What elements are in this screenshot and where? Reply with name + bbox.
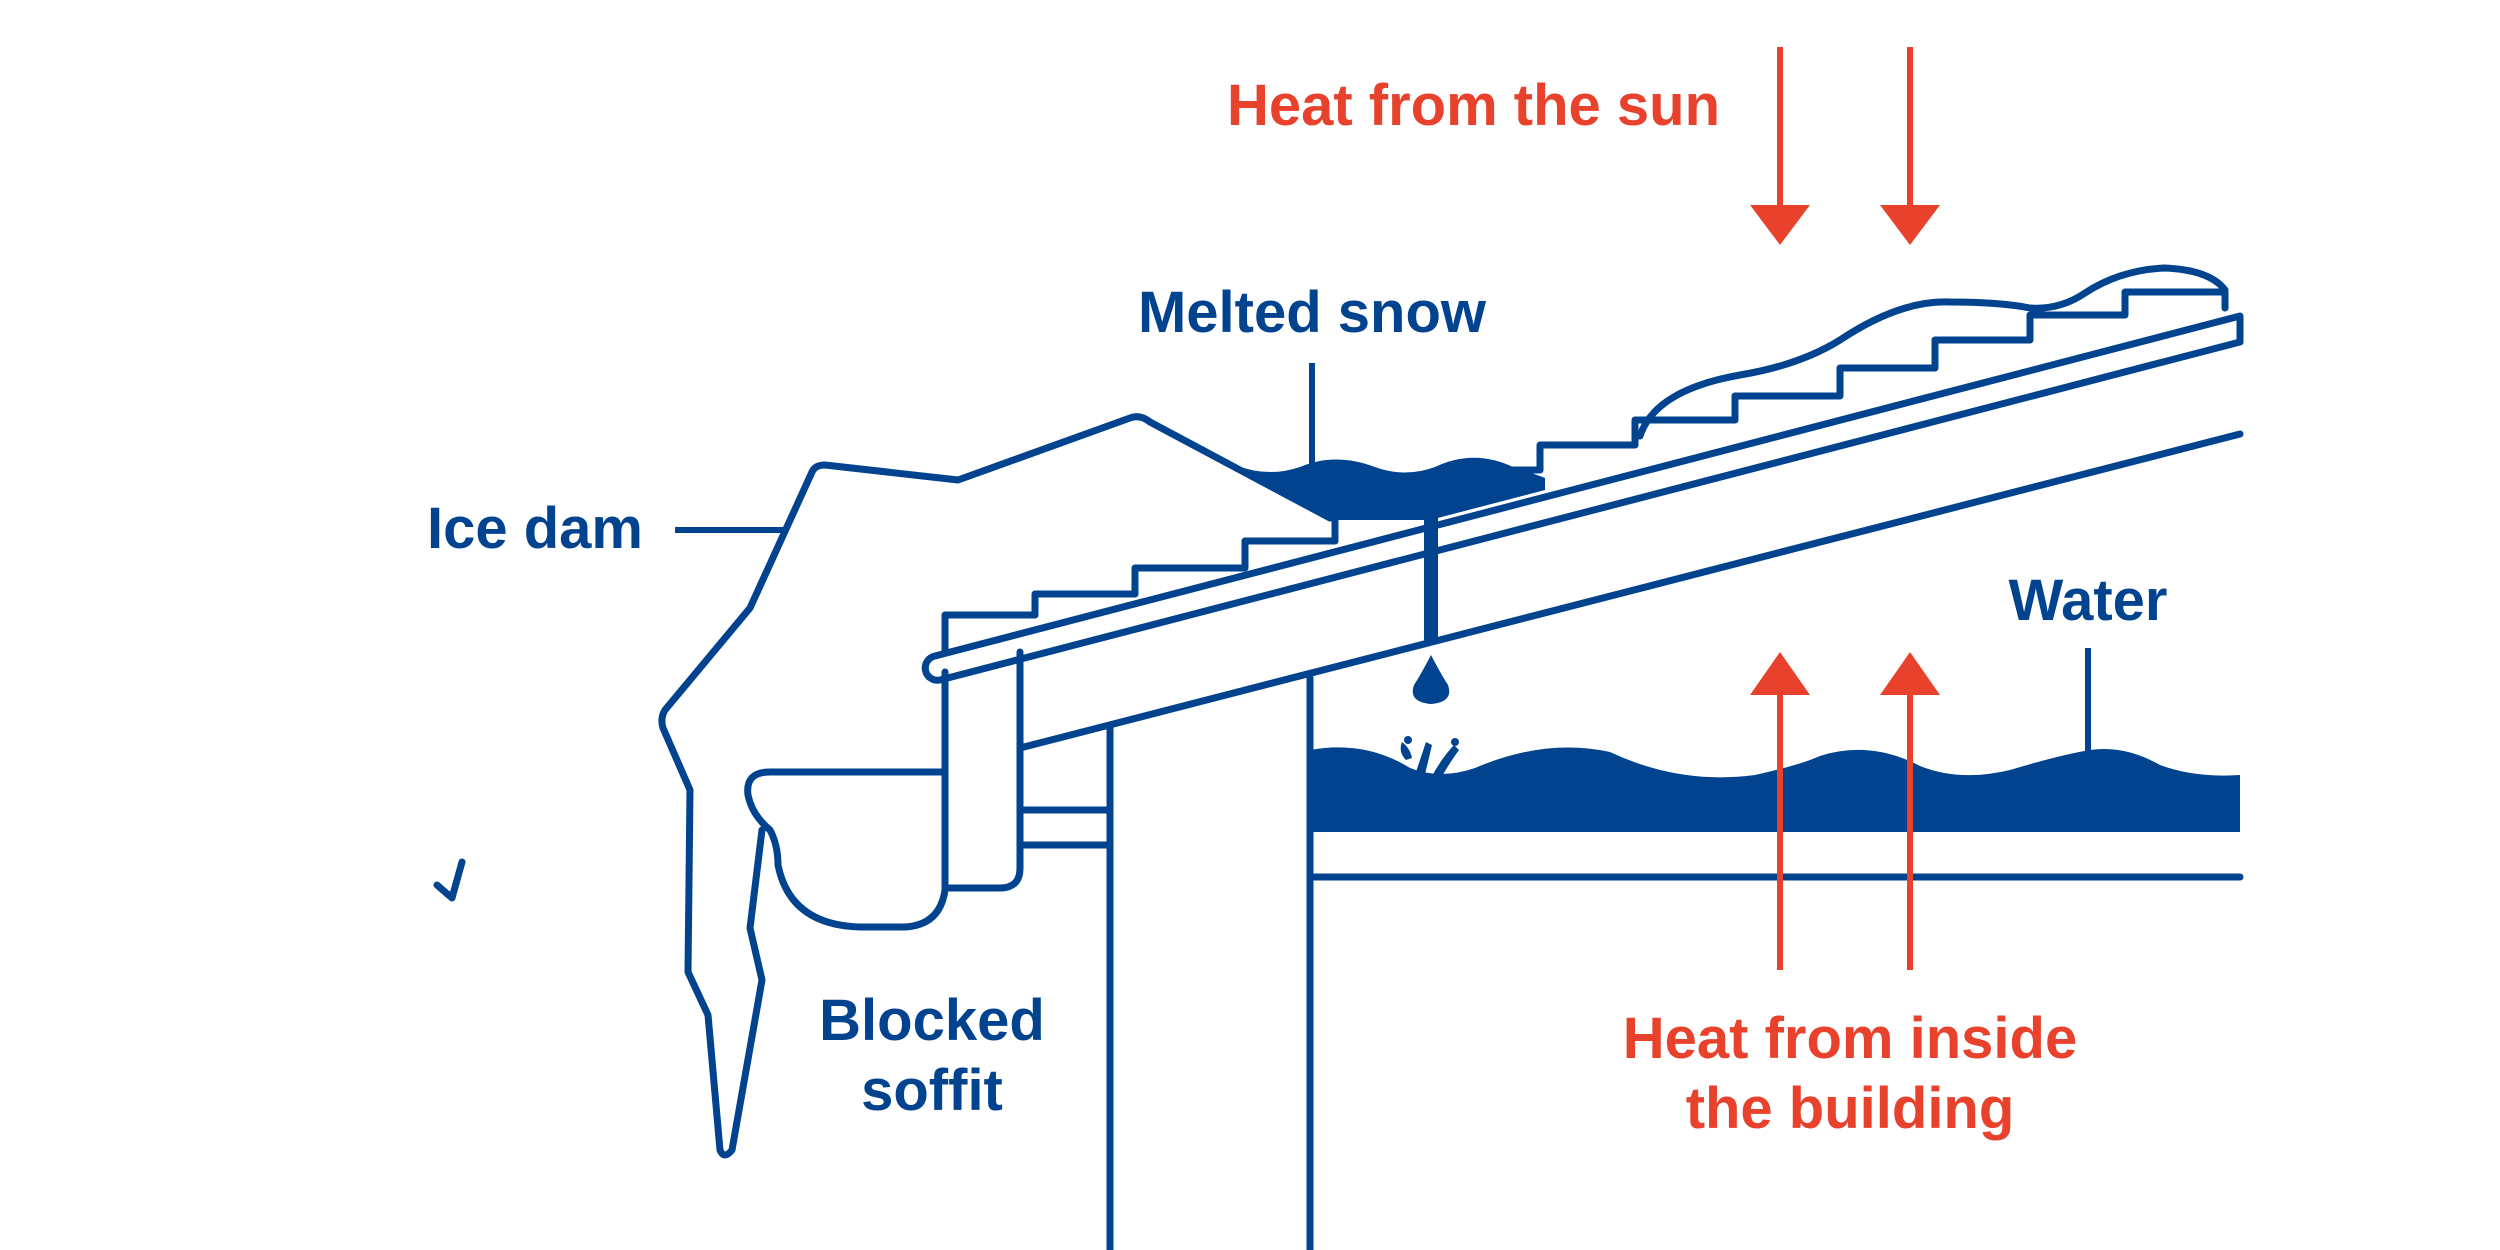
blocked-soffit-label-line1: Blocked [819,988,1045,1053]
shingle-steps [941,288,2229,656]
drip-column [1424,505,1438,643]
rafter-line [1016,430,2244,752]
gutter [744,768,949,931]
sun-arrow-head [1750,205,1810,245]
inside-arrow-head [1750,652,1810,695]
fascia-board [941,648,1024,892]
splash-icon [1400,736,1459,780]
tick-mark [433,858,466,902]
shingles [941,288,2229,656]
snow-drift [1636,264,2229,440]
heat-from-inside-label-line2: the building [1686,1076,2015,1141]
sun-heat-arrows [1750,47,1940,245]
sun-arrow-head [1880,205,1940,245]
melted-snow-label: Melted snow [1138,280,1487,345]
blocked-soffit-label-line2: soffit [861,1058,1003,1123]
inside-arrow-head [1880,652,1940,695]
heat-from-sun-label: Heat from the sun [1227,73,1720,138]
roof-board [921,312,2244,684]
ice-dam [658,413,1334,1159]
water-label: Water [2009,568,2168,633]
roof-structure [921,312,2244,1250]
inside-heat-arrows [1750,652,1940,970]
melted-snow-pool [1235,457,1545,520]
heat-from-inside-label-line1: Heat from inside [1623,1006,2077,1071]
water-drop-icon [1412,655,1450,704]
water-layer [1310,747,2240,832]
ice-dam-label: Ice dam [427,496,643,561]
